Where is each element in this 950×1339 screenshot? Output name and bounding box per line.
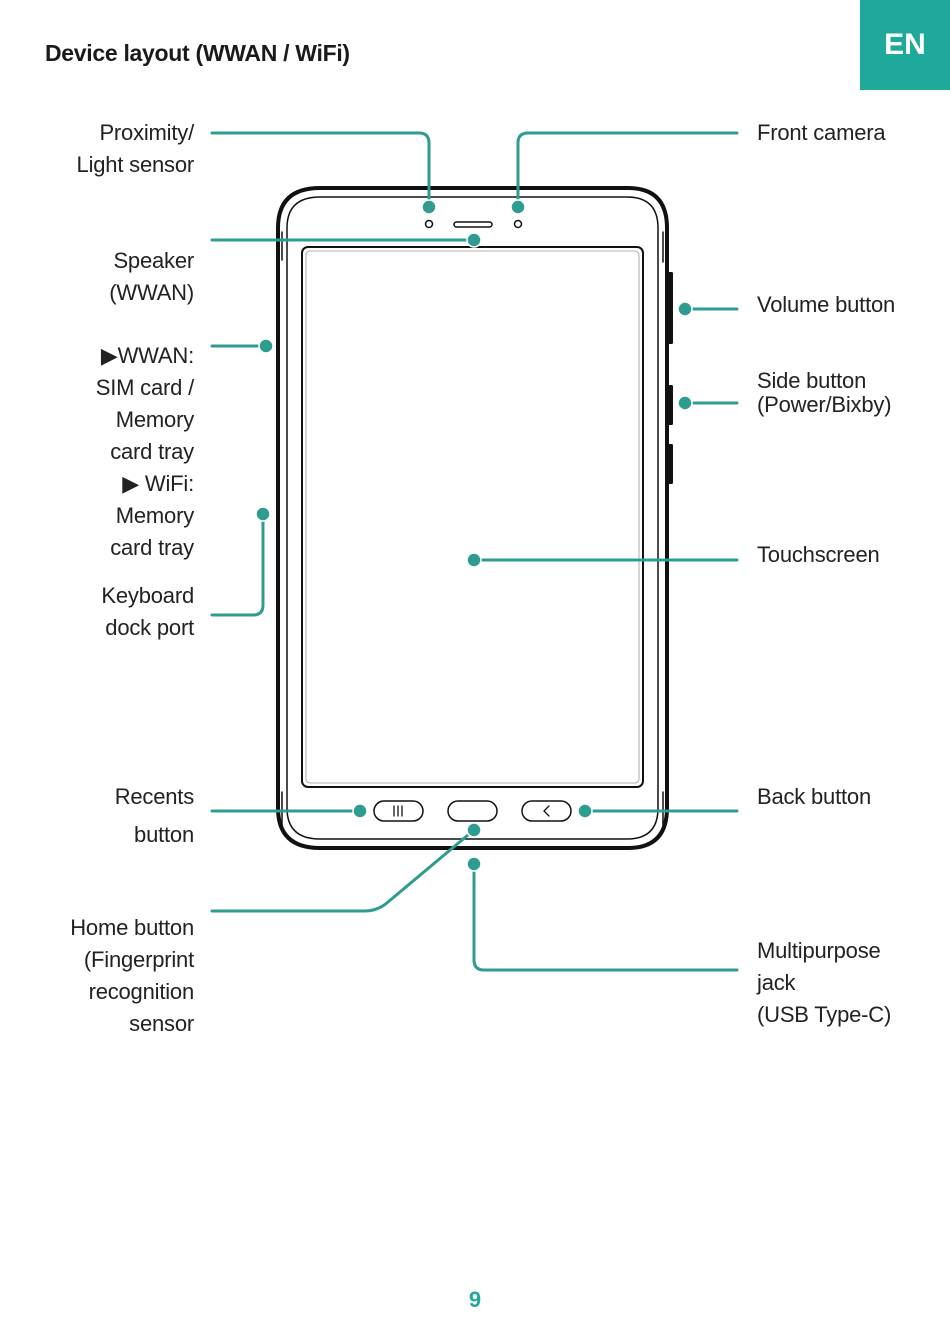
callout-multipurpose-line bbox=[472, 862, 739, 972]
dot-recents bbox=[352, 803, 368, 819]
front-camera-lens bbox=[513, 219, 523, 229]
back-glyph-chevron bbox=[543, 805, 550, 817]
dot-back bbox=[577, 803, 593, 819]
recents-key-shape bbox=[373, 800, 424, 822]
dot-keyboard-port bbox=[255, 506, 271, 522]
callout-proximity-line bbox=[210, 131, 431, 209]
dot-front-camera bbox=[510, 199, 526, 215]
home-key-shape bbox=[447, 800, 498, 822]
label-touchscreen: Touchscreen bbox=[757, 539, 880, 571]
dot-multipurpose bbox=[466, 856, 482, 872]
proximity-sensor-dot bbox=[424, 219, 434, 229]
callout-dots bbox=[255, 199, 693, 872]
dot-touchscreen bbox=[466, 552, 482, 568]
callout-front-camera-line bbox=[516, 131, 739, 209]
label-line: SIM card / bbox=[95, 375, 194, 400]
back-key-shape bbox=[521, 800, 572, 822]
label-keyboard-dock-port: Keyboard dock port bbox=[101, 580, 194, 644]
label-line: Front camera bbox=[757, 120, 886, 145]
label-volume-button: Volume button bbox=[757, 289, 895, 321]
label-line: (WWAN) bbox=[109, 280, 194, 305]
side-keys bbox=[667, 272, 673, 484]
label-line: sensor bbox=[129, 1011, 194, 1036]
label-line: card tray bbox=[110, 535, 194, 560]
label-line: card tray bbox=[110, 439, 194, 464]
dot-volume bbox=[677, 301, 693, 317]
label-line: button bbox=[134, 822, 194, 847]
label-proximity-sensor: Proximity/ Light sensor bbox=[76, 117, 195, 181]
label-line: Touchscreen bbox=[757, 542, 880, 567]
label-line: Multipurpose bbox=[757, 938, 881, 963]
callout-lines bbox=[210, 131, 739, 972]
dot-proximity bbox=[421, 199, 437, 215]
page-title: Device layout (WWAN / WiFi) bbox=[45, 40, 350, 66]
language-tab: EN bbox=[860, 0, 950, 90]
dot-side bbox=[677, 395, 693, 411]
label-line: Back button bbox=[757, 784, 871, 809]
page-number: 9 bbox=[468, 1287, 482, 1312]
speaker-grille bbox=[453, 221, 493, 228]
label-line: Recents bbox=[114, 784, 195, 809]
callout-keyboard-port-line bbox=[210, 512, 265, 617]
label-line: jack bbox=[757, 970, 796, 995]
label-line: Memory bbox=[115, 503, 194, 528]
label-multipurpose-jack: Multipurpose jack (USB Type-C) bbox=[757, 935, 891, 1031]
label-back-button: Back button bbox=[757, 781, 871, 813]
callout-home-line bbox=[210, 828, 476, 913]
label-line: recognition bbox=[88, 979, 195, 1004]
power-key bbox=[667, 385, 673, 425]
label-line: ▶WWAN: bbox=[100, 343, 194, 368]
label-line: Volume button bbox=[757, 292, 896, 317]
dot-speaker bbox=[466, 232, 482, 248]
label-line: Memory bbox=[115, 407, 194, 432]
label-line: dock port bbox=[105, 615, 194, 640]
label-card-tray: ▶WWAN: SIM card / Memory card tray ▶ WiF… bbox=[96, 340, 194, 564]
label-line: (Power/Bixby) bbox=[757, 392, 892, 417]
label-line: (Fingerprint bbox=[83, 947, 194, 972]
label-line: Proximity/ bbox=[99, 120, 194, 145]
volume-key bbox=[667, 272, 673, 344]
dot-card-tray bbox=[258, 338, 274, 354]
label-line: Keyboard bbox=[101, 583, 194, 608]
label-side-button: Side button (Power/Bixby) bbox=[757, 368, 892, 417]
tablet-inner-frame bbox=[286, 196, 659, 840]
label-line: ▶ WiFi: bbox=[122, 471, 194, 496]
label-recents-button: Recents button bbox=[114, 778, 195, 854]
dot-home bbox=[466, 822, 482, 838]
tablet-outer-frame bbox=[276, 186, 669, 850]
label-line: (USB Type-C) bbox=[757, 1002, 892, 1027]
label-line: Speaker bbox=[113, 248, 194, 273]
extra-key bbox=[667, 444, 673, 484]
label-line: Home button bbox=[70, 915, 194, 940]
label-line: Side button bbox=[757, 368, 867, 393]
touchscreen-panel bbox=[301, 246, 644, 788]
label-home-button: Home button (Fingerprint recognition sen… bbox=[70, 912, 194, 1040]
label-line: Light sensor bbox=[76, 152, 195, 177]
label-front-camera: Front camera bbox=[757, 117, 886, 149]
label-speaker: Speaker (WWAN) bbox=[109, 245, 194, 309]
screen-bevel bbox=[305, 250, 640, 784]
tablet-illustration bbox=[276, 186, 669, 850]
